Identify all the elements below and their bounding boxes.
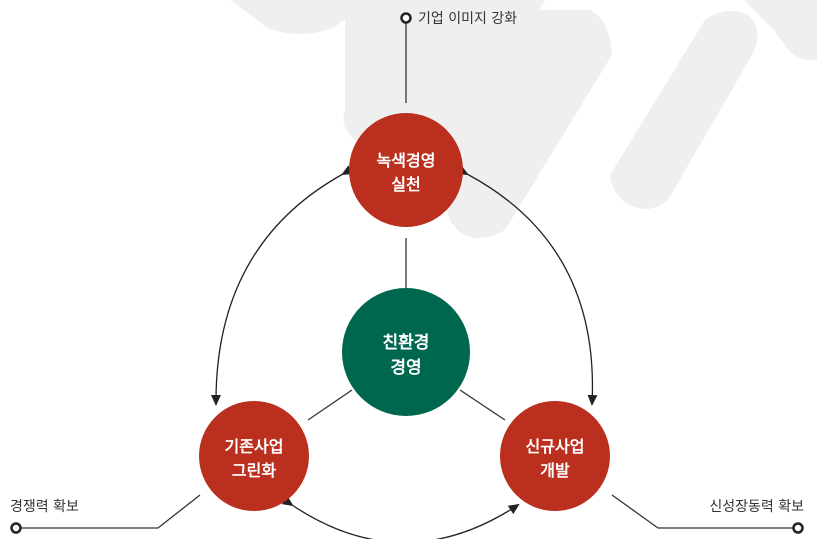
node-top: 녹색경영 실천: [349, 113, 463, 227]
node-right-circle: [500, 401, 610, 511]
outcome-label-top: 기업 이미지 강화: [418, 11, 517, 27]
node-center-line1: 친환경: [383, 333, 430, 353]
outcome-endpoint-left: [10, 522, 22, 534]
outcome-label-right: 신성장동력 확보: [709, 499, 804, 515]
outcome-endpoints: [10, 12, 804, 534]
node-left-line1: 기존사업: [225, 437, 284, 456]
node-center-circle: [342, 288, 470, 416]
background-shape-1: [230, 0, 372, 34]
arrow-top-left: [210, 165, 354, 406]
arrow-top-right: [456, 165, 598, 406]
node-right: 신규사업 개발: [500, 401, 610, 511]
node-top-circle: [349, 113, 463, 227]
background-shape-6: [750, 0, 817, 61]
spoke-line-left: [307, 389, 353, 421]
spoke-line-right: [459, 389, 506, 421]
node-left: 기존사업 그린화: [199, 401, 309, 511]
outcome-line-right: [611, 494, 797, 529]
outcome-lines: [17, 23, 797, 529]
arrow-bottom: [281, 495, 520, 539]
node-center: 친환경 경영: [342, 288, 470, 416]
node-top-line2: 실천: [391, 175, 420, 194]
cycle-arrows: [210, 165, 598, 539]
node-left-line2: 그린화: [232, 461, 276, 480]
node-right-line1: 신규사업: [526, 437, 585, 456]
background-decoration: [230, 0, 817, 239]
background-shape-3: [446, 10, 612, 239]
outcome-label-left: 경쟁력 확보: [10, 499, 79, 515]
background-shape-4: [610, 11, 758, 209]
node-left-circle: [199, 401, 309, 511]
outcome-endpoint-right: [792, 522, 804, 534]
node-center-line2: 경영: [390, 358, 421, 378]
outcome-line-left: [17, 494, 201, 529]
node-right-line2: 개발: [540, 461, 570, 480]
outcome-endpoint-top: [400, 12, 412, 24]
node-top-line1: 녹색경영: [377, 151, 436, 170]
